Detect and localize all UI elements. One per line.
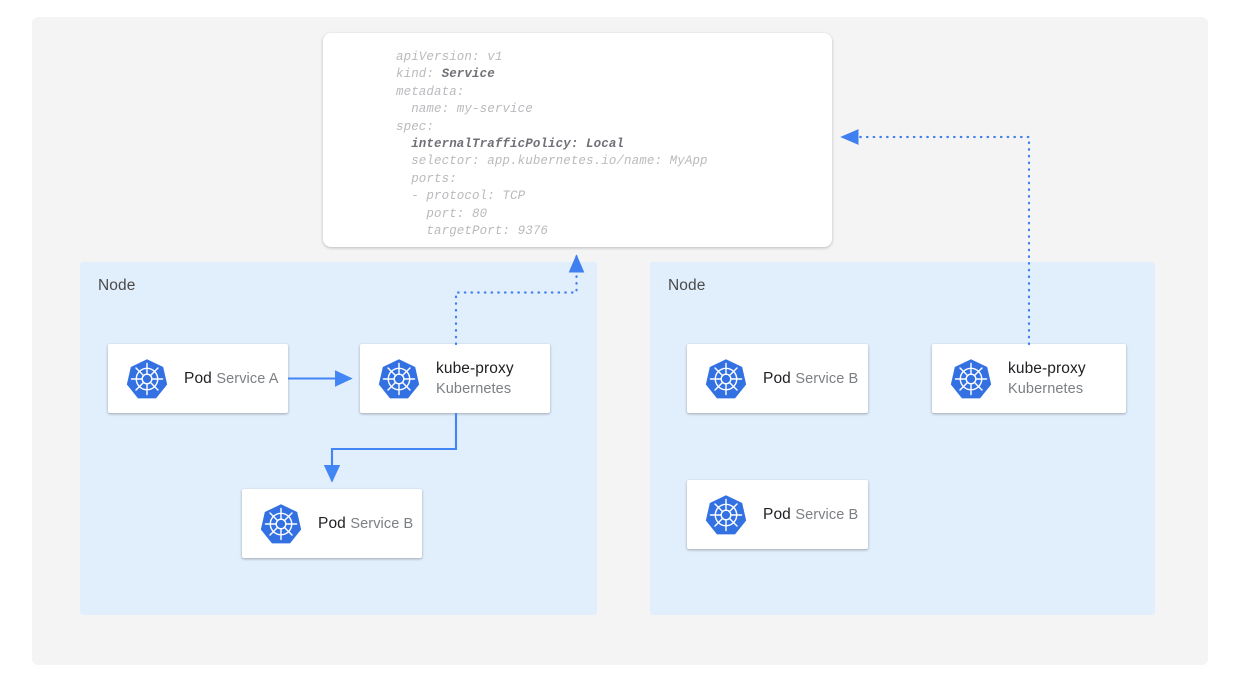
yaml-line-10: targetPort: 9376 xyxy=(396,224,549,239)
node-panel-right: Node xyxy=(650,262,1155,615)
yaml-line-5: internalTrafficPolicy: Local xyxy=(396,137,625,152)
card-text: Pod Service B xyxy=(318,514,413,534)
yaml-line-8: - protocol: TCP xyxy=(396,189,526,204)
yaml-line-7: ports: xyxy=(396,171,457,186)
kubernetes-logo-icon xyxy=(705,358,747,400)
card-pod-service-b-right-bottom[interactable]: Pod Service B xyxy=(687,480,868,549)
yaml-line-3: name: my-service xyxy=(396,102,533,117)
service-manifest-card: apiVersion: v1 kind: Service metadata: nam… xyxy=(323,33,832,247)
card-text: kube-proxy Kubernetes xyxy=(1008,359,1126,399)
node-label-left: Node xyxy=(98,277,136,294)
card-title: kube-proxy xyxy=(436,359,514,377)
yaml-line-9: port: 80 xyxy=(396,206,488,221)
card-kube-proxy-left[interactable]: kube-proxy Kubernetes xyxy=(360,344,550,413)
card-subtitle: Kubernetes xyxy=(436,380,512,397)
card-text: Pod Service B xyxy=(763,505,858,525)
card-subtitle: Service B xyxy=(795,506,859,523)
card-title: Pod xyxy=(318,514,346,532)
node-label-right: Node xyxy=(668,277,706,294)
card-subtitle: Kubernetes xyxy=(1008,380,1084,397)
kubernetes-logo-icon xyxy=(260,503,302,545)
yaml-line-2: metadata: xyxy=(396,84,465,99)
card-text: Pod Service B xyxy=(763,369,858,389)
yaml-line-1-emphasis: Service xyxy=(441,67,495,82)
kubernetes-logo-icon xyxy=(378,358,420,400)
card-pod-service-b-right-top[interactable]: Pod Service B xyxy=(687,344,868,413)
kubernetes-logo-icon xyxy=(126,358,168,400)
card-subtitle: Service B xyxy=(350,515,414,532)
card-title: Pod xyxy=(763,505,791,523)
yaml-line-4: spec: xyxy=(396,119,435,134)
service-manifest-yaml: apiVersion: v1 kind: Service metadata: nam… xyxy=(396,49,708,240)
card-subtitle: Service A xyxy=(216,370,279,387)
node-panel-left: Node xyxy=(80,262,597,615)
card-title: Pod xyxy=(184,369,212,387)
card-text: Pod Service A xyxy=(184,369,279,389)
yaml-line-0: apiVersion: v1 xyxy=(396,50,503,64)
card-pod-service-b-left[interactable]: Pod Service B xyxy=(242,489,422,558)
yaml-line-6: selector: app.kubernetes.io/name: MyApp xyxy=(396,154,708,169)
yaml-line-1: kind: Service xyxy=(396,67,495,82)
card-subtitle: Service B xyxy=(795,370,859,387)
kubernetes-logo-icon xyxy=(950,358,992,400)
card-text: kube-proxy Kubernetes xyxy=(436,359,550,399)
card-kube-proxy-right[interactable]: kube-proxy Kubernetes xyxy=(932,344,1126,413)
kubernetes-logo-icon xyxy=(705,494,747,536)
card-pod-service-a[interactable]: Pod Service A xyxy=(108,344,288,413)
card-title: kube-proxy xyxy=(1008,359,1086,377)
card-title: Pod xyxy=(763,369,791,387)
